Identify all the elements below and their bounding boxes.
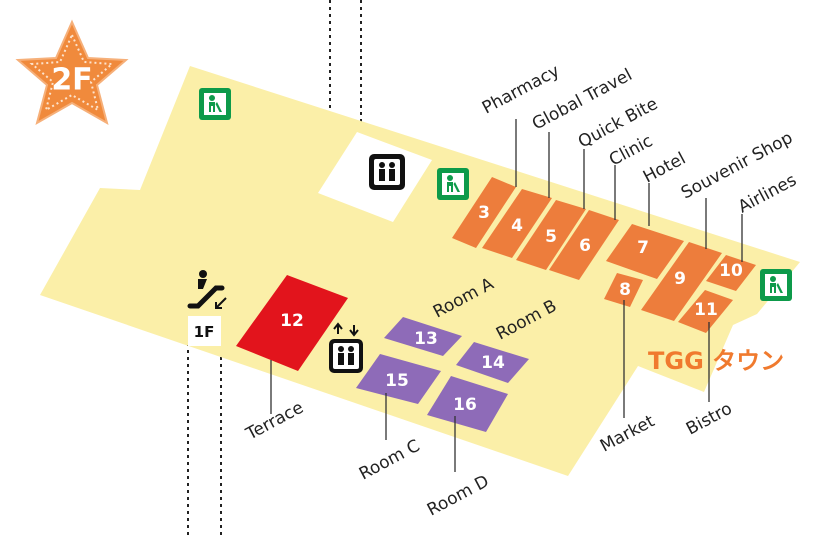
restroom-icon: [760, 269, 792, 301]
terrace-12[interactable]: [236, 275, 348, 371]
shop-number: 6: [579, 236, 591, 256]
shop-5[interactable]: [516, 200, 586, 270]
floor-area: [40, 66, 800, 476]
shop-4[interactable]: [482, 189, 552, 258]
restroom-icon: [199, 88, 231, 120]
shop-number: 5: [545, 227, 557, 247]
label-room-c: Room C: [356, 436, 423, 484]
star-badge-icon: 2F: [15, 19, 129, 126]
label-room-d: Room D: [424, 471, 492, 520]
shop-11[interactable]: [678, 290, 733, 333]
room-15[interactable]: [356, 354, 441, 404]
shop-number: 7: [637, 238, 649, 258]
label-hotel: Hotel: [640, 149, 689, 188]
shop-number: 3: [478, 203, 490, 223]
label-airlines: Airlines: [735, 170, 800, 217]
room-number: 15: [385, 371, 409, 391]
room-number: 13: [414, 329, 438, 349]
room-16[interactable]: [427, 376, 508, 432]
escalator-label: 1F: [194, 323, 215, 341]
shop-number: 10: [719, 261, 743, 281]
room-14[interactable]: [456, 342, 529, 383]
shop-10[interactable]: [706, 255, 756, 291]
room-number: 14: [481, 353, 505, 373]
shop-9[interactable]: [641, 242, 722, 321]
shop-number: 9: [674, 269, 686, 289]
elevator-icon: [329, 339, 363, 373]
room-blocks: [356, 317, 529, 432]
shop-number: 11: [694, 300, 718, 320]
area-name: TGG タウン: [648, 347, 784, 375]
shop-number: 4: [511, 216, 523, 236]
terrace-number: 12: [280, 311, 304, 331]
shop-blocks: [452, 177, 756, 333]
room-number: 16: [453, 395, 477, 415]
shop-6[interactable]: [549, 210, 619, 280]
label-bistro: Bistro: [683, 399, 736, 440]
elevator-icon: [369, 154, 405, 190]
escalator-icon: [187, 270, 227, 309]
up-down-arrows-icon: [333, 322, 359, 337]
room-13[interactable]: [384, 317, 462, 356]
shop-3[interactable]: [452, 177, 516, 248]
floor-label: 2F: [51, 63, 92, 98]
unit-numbers: 3 4 5 6 7 8 9 10 11 12 13 14 15 16: [280, 203, 743, 415]
restroom-icon: [437, 168, 469, 200]
label-market: Market: [597, 411, 658, 456]
shop-number: 8: [619, 280, 631, 300]
leader-lines: [270, 119, 743, 472]
label-terrace: Terrace: [242, 398, 307, 445]
shop-8[interactable]: [604, 273, 643, 307]
shop-7[interactable]: [606, 224, 684, 279]
escalator-shaft: [188, 316, 221, 346]
